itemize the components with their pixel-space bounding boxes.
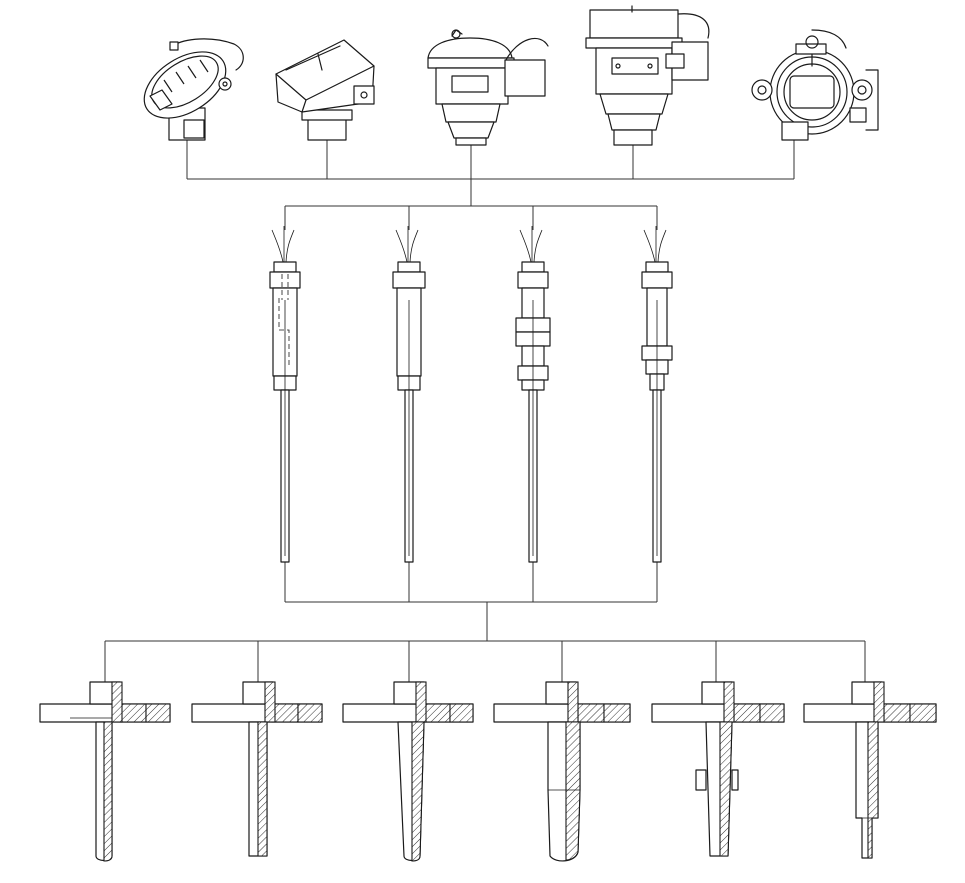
straight-thermowell-icon xyxy=(191,681,323,857)
collared-thermowell-icon xyxy=(651,681,785,857)
double-nut-insert-icon xyxy=(515,226,551,563)
sensor-inserts-tier xyxy=(269,226,673,563)
dome-terminal-head-icon xyxy=(427,29,549,146)
spring-loaded-insert-icon xyxy=(269,226,301,563)
tapered-tip-thermowell-icon xyxy=(493,681,631,862)
compression-fitting-insert-icon xyxy=(641,226,673,563)
straight-thermowell-icon xyxy=(39,681,171,862)
terminal-heads-tier xyxy=(143,5,879,146)
stepped-thermowell-icon xyxy=(803,681,937,859)
square-terminal-head-icon xyxy=(275,39,375,141)
tapered-thermowell-icon xyxy=(342,681,474,862)
round-terminal-head-icon xyxy=(143,38,244,141)
explosion-proof-head-icon xyxy=(751,29,879,141)
flanged-thermowells-tier xyxy=(39,681,937,862)
plain-insert-icon xyxy=(392,226,426,563)
flat-lid-terminal-head-icon xyxy=(585,5,710,146)
connector-lines xyxy=(104,140,866,682)
